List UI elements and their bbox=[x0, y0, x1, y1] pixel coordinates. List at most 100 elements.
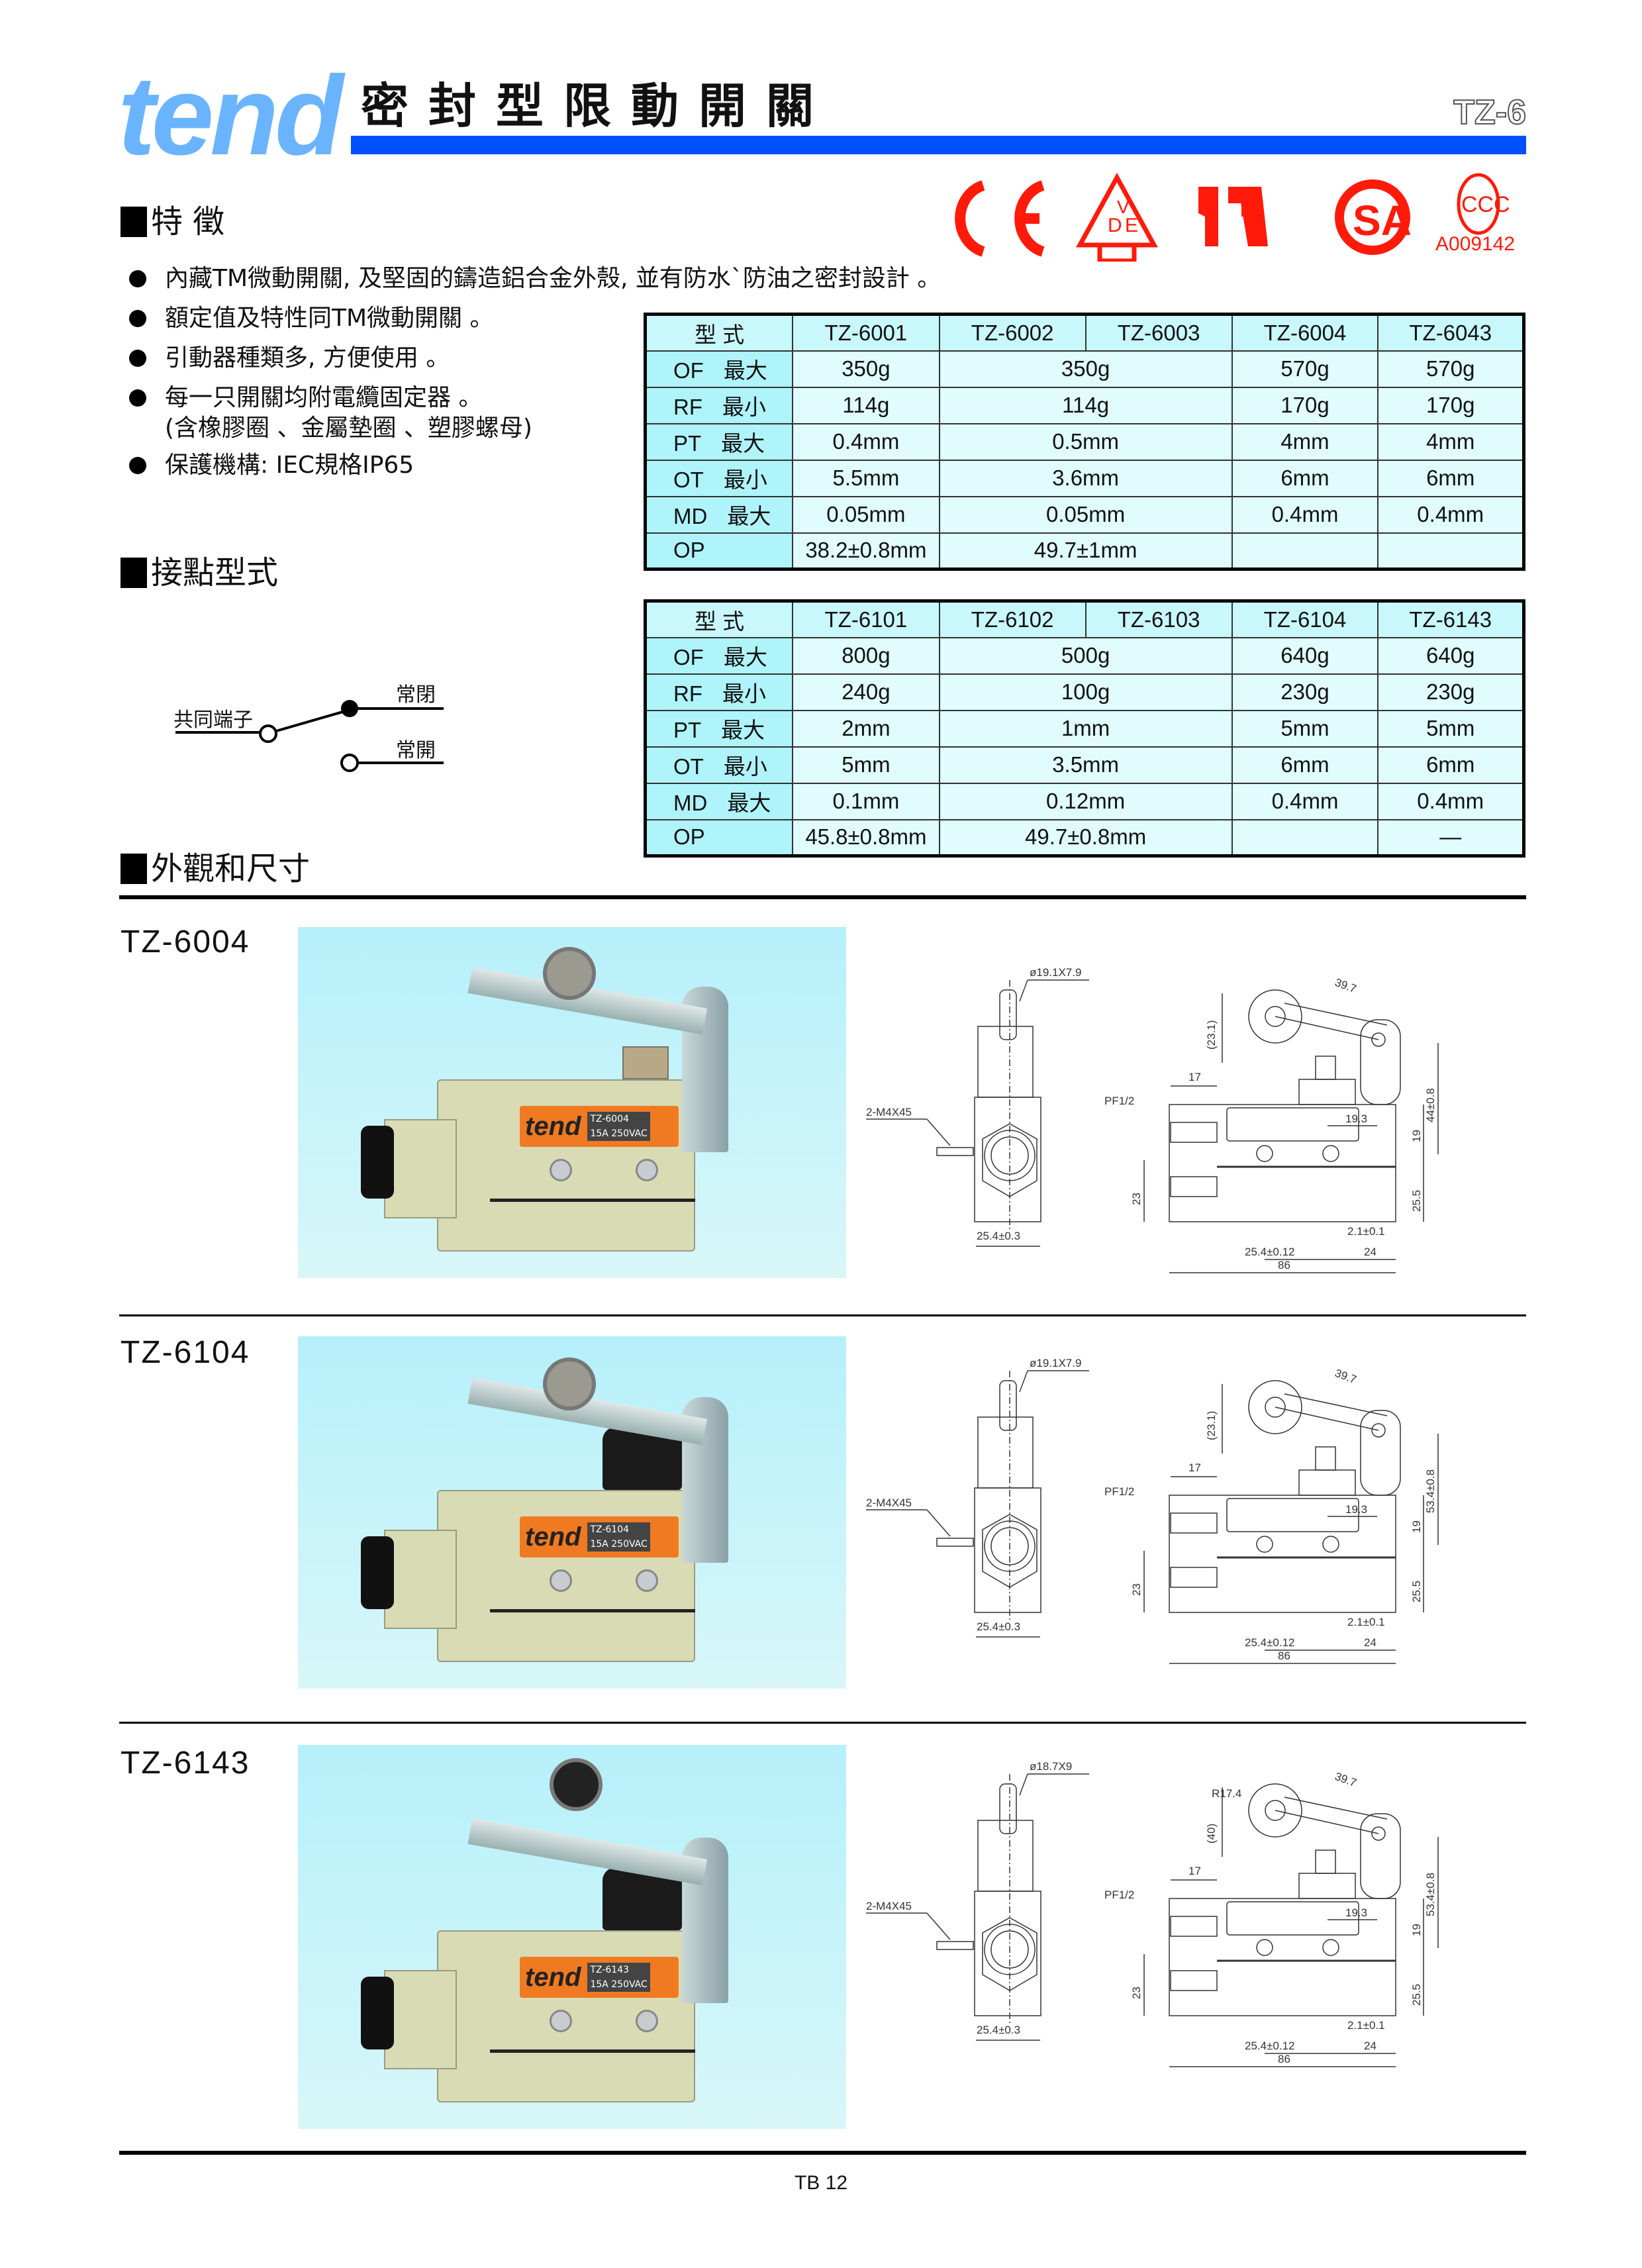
label-model: TZ-6143 bbox=[587, 1963, 650, 1977]
row-param: MD bbox=[673, 791, 708, 815]
dim-thread: PF1/2 bbox=[1104, 1095, 1134, 1107]
dim-d86: 86 bbox=[1278, 2053, 1290, 2065]
table-cell: 114g bbox=[938, 386, 1233, 424]
table-cell: — bbox=[1377, 818, 1525, 857]
column-header-model: TZ-6104 bbox=[1231, 600, 1379, 638]
drawing-line bbox=[999, 1783, 1017, 1834]
drawing-line bbox=[999, 989, 1017, 1040]
features-heading: 特 徵 bbox=[121, 202, 224, 242]
heading-square-icon bbox=[121, 854, 147, 884]
table-cell: 640g bbox=[1231, 636, 1379, 675]
column-header-model: TZ-6004 bbox=[1231, 313, 1379, 352]
feature-text: 內藏TM微動開關, 及堅固的鑄造鋁合金外殼, 並有防水`防油之密封設計 。 bbox=[165, 264, 941, 294]
row-qualifier: 最大 bbox=[723, 358, 767, 383]
row-qualifier: 最大 bbox=[727, 791, 771, 815]
table-cell: 0.1mm bbox=[792, 782, 940, 820]
dimension-drawing: ø18.7X92-M4X4525.4±0.339.7(40)17PF1/219.… bbox=[866, 1760, 1439, 2067]
dim-conduit: 17 bbox=[1188, 1865, 1201, 1877]
table-cell: 114g bbox=[792, 386, 940, 424]
row-qualifier: 最大 bbox=[727, 504, 771, 528]
roller-icon bbox=[550, 1758, 603, 1811]
drawing-line bbox=[1284, 1003, 1388, 1026]
drawing-line bbox=[936, 1941, 974, 1950]
table-cell: 38.2±0.8mm bbox=[792, 532, 940, 570]
dim-radius: R17.4 bbox=[1212, 1787, 1241, 1800]
dim-roller: ø19.1X7.9 bbox=[1030, 966, 1081, 979]
dim-thread: PF1/2 bbox=[1104, 1889, 1134, 1901]
drawing-line bbox=[936, 1538, 974, 1547]
dim-lever: 39.7 bbox=[1333, 976, 1359, 995]
drawing-line bbox=[1371, 1826, 1386, 1841]
column-header-model: TZ-6102 bbox=[938, 600, 1087, 638]
dim-width: 25.4±0.3 bbox=[977, 1620, 1020, 1633]
svg-text:E: E bbox=[1125, 215, 1138, 236]
ul-mark-icon bbox=[1198, 187, 1268, 246]
drawing-line bbox=[1169, 1495, 1396, 1613]
vde-mark-icon: D V E bbox=[1076, 172, 1158, 262]
table-cell: 500g bbox=[938, 636, 1233, 675]
dim-offset: (23.1) bbox=[1205, 1411, 1218, 1440]
dim-screw: 2-M4X45 bbox=[866, 1106, 912, 1118]
row-param: PT bbox=[673, 718, 702, 742]
table-cell: 49.7±0.8mm bbox=[938, 818, 1233, 857]
column-header-model: TZ-6003 bbox=[1085, 313, 1233, 352]
divider bbox=[119, 1314, 1526, 1316]
dim-d19-3: 19.3 bbox=[1345, 1503, 1367, 1516]
drawing-line bbox=[1371, 1423, 1386, 1438]
row-qualifier: 最大 bbox=[721, 718, 765, 742]
dim-d24: 24 bbox=[1364, 1636, 1376, 1649]
drawing-line bbox=[1170, 1176, 1218, 1197]
row-param: OP bbox=[673, 824, 705, 850]
table-cell: 3.5mm bbox=[938, 746, 1233, 784]
drawing-line bbox=[926, 1912, 951, 1940]
table-cell: 5mm bbox=[1377, 709, 1525, 748]
feature-item: 內藏TM微動開關, 及堅固的鑄造鋁合金外殼, 並有防水`防油之密封設計 。 bbox=[129, 264, 941, 294]
dim-d24: 24 bbox=[1364, 1246, 1376, 1258]
drawing-line bbox=[1019, 1773, 1028, 1796]
drawing-line bbox=[990, 1930, 1029, 1969]
ce-mark-icon bbox=[955, 180, 1045, 257]
cable-gland bbox=[384, 1970, 457, 2069]
table-cell: 0.4mm bbox=[1377, 782, 1525, 820]
feature-line: 內藏TM微動開關, 及堅固的鑄造鋁合金外殼, 並有防水`防油之密封設計 。 bbox=[165, 265, 942, 292]
drawing-line bbox=[982, 1917, 1038, 1991]
drawing-line bbox=[982, 1514, 1038, 1588]
common-terminal-label: 共同端子 bbox=[173, 709, 253, 732]
table-cell: 0.05mm bbox=[938, 495, 1233, 534]
drawing-line bbox=[1322, 1536, 1339, 1553]
dim-d86: 86 bbox=[1278, 1259, 1290, 1271]
drawing-line bbox=[1248, 1380, 1302, 1434]
dim-height: 53.4±0.8 bbox=[1424, 1873, 1437, 1916]
drawing-line bbox=[1170, 1122, 1218, 1143]
dim-roller: ø19.1X7.9 bbox=[1030, 1357, 1081, 1369]
ccc-number: A009142 bbox=[1435, 233, 1516, 255]
dim-d25-4: 25.4±0.12 bbox=[1245, 1246, 1295, 1258]
gasket-line bbox=[490, 2049, 695, 2053]
dim-d23: 23 bbox=[1130, 1583, 1143, 1596]
drawing-line bbox=[1019, 979, 1028, 1002]
drawing-line bbox=[1170, 1512, 1218, 1534]
dimension-drawing: ø19.1X7.92-M4X4525.4±0.339.7(23.1)17PF1/… bbox=[866, 1357, 1439, 1664]
column-header-type: 型 式 bbox=[644, 313, 794, 352]
label-brand: tend bbox=[525, 1111, 581, 1141]
drawing-line bbox=[1371, 1032, 1386, 1047]
feature-line: 保護機構: IEC規格IP65 bbox=[165, 452, 414, 479]
model-label: TZ-6004 bbox=[121, 924, 250, 960]
row-label: PT 最大 bbox=[644, 709, 794, 748]
cable-gland bbox=[384, 1119, 457, 1218]
dim-screw: 2-M4X45 bbox=[866, 1497, 912, 1509]
dim-roller: ø18.7X9 bbox=[1030, 1760, 1072, 1773]
dim-height: 44±0.8 bbox=[1424, 1088, 1437, 1122]
drawing-line bbox=[1265, 1800, 1286, 1821]
drawing-line bbox=[1275, 1810, 1379, 1834]
